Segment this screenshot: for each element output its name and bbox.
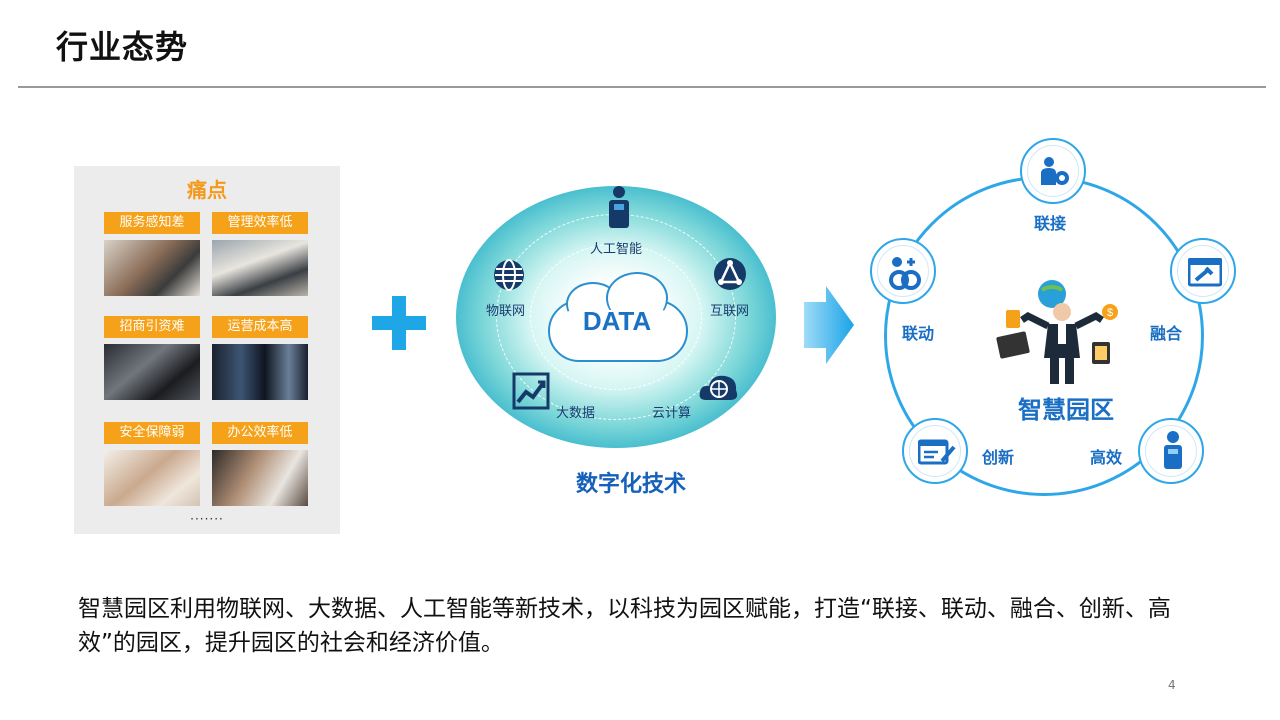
pain-point-item: 服务感知差 — [104, 212, 200, 296]
globe-icon — [494, 259, 524, 291]
pain-point-item: 安全保障弱 — [104, 422, 200, 506]
linked-people-icon — [889, 257, 921, 290]
page-number: 4 — [1168, 678, 1176, 692]
node-efficiency-label: 高效 — [1090, 448, 1123, 467]
pain-points-title: 痛点 — [187, 178, 227, 202]
pain-point-item: 管理效率低 — [212, 212, 308, 296]
pain-point-label: 管理效率低 — [212, 212, 308, 234]
person-gear-icon — [1041, 157, 1069, 185]
people-meeting-photo — [104, 240, 200, 296]
pain-point-item: 运营成本高 — [212, 316, 308, 400]
node-linkage-label: 联动 — [902, 324, 935, 343]
pain-point-label: 招商引资难 — [104, 316, 200, 338]
stressed-worker-photo — [212, 450, 308, 506]
more-dots: ······· — [190, 512, 224, 526]
plus-icon — [372, 296, 426, 350]
chart-icon — [512, 372, 550, 410]
pain-point-label: 安全保障弱 — [104, 422, 200, 444]
pain-point-label: 运营成本高 — [212, 316, 308, 338]
pain-point-label: 办公效率低 — [212, 422, 308, 444]
pain-point-item: 招商引资难 — [104, 316, 200, 400]
hands-document-photo — [104, 450, 200, 506]
robot-icon — [1164, 431, 1182, 469]
tech-ring — [530, 244, 702, 390]
node-linkage — [870, 238, 936, 304]
slide-title: 行业态势 — [56, 28, 189, 66]
laptop-typing-photo — [104, 344, 200, 400]
pain-point-label: 服务感知差 — [104, 212, 200, 234]
cloud-globe-icon — [699, 375, 738, 400]
data-label: DATA — [582, 306, 652, 336]
business-person-illustration: $ — [996, 280, 1118, 384]
tech-label-cloud: 云计算 — [652, 406, 692, 421]
arrow-right-icon — [804, 286, 854, 364]
node-fusion-label: 融合 — [1150, 324, 1183, 343]
pain-point-item: 办公效率低 — [212, 422, 308, 506]
window-tools-icon — [1188, 258, 1222, 287]
summary-paragraph: 智慧园区利用物联网、大数据、人工智能等新技术，以科技为园区赋能，打造“联接、联动… — [78, 596, 1171, 656]
node-efficiency — [1138, 418, 1204, 484]
svg-text:$: $ — [1107, 307, 1113, 319]
card-pen-icon — [918, 439, 956, 465]
smart-park-label: 智慧园区 — [1018, 396, 1114, 424]
node-innovation — [902, 418, 968, 484]
robot-icon — [609, 186, 629, 228]
title-divider — [18, 86, 1266, 88]
node-fusion — [1170, 238, 1236, 304]
tech-caption: 数字化技术 — [575, 472, 686, 497]
tech-label-internet: 互联网 — [710, 304, 750, 319]
pain-points-panel: 痛点 服务感知差 管理效率低 招商引资难 运营成本高 安全保障弱 办公效率低 ·… — [74, 166, 340, 534]
conference-room-photo — [212, 240, 308, 296]
node-connect — [1020, 138, 1086, 204]
node-innovation-label: 创新 — [982, 448, 1015, 467]
tech-label-iot: 物联网 — [486, 304, 526, 319]
node-connect-label: 联接 — [1034, 214, 1067, 233]
tech-label-ai: 人工智能 — [590, 242, 643, 257]
server-room-photo — [212, 344, 308, 400]
network-icon — [714, 258, 746, 290]
tech-label-bigdata: 大数据 — [556, 406, 596, 421]
